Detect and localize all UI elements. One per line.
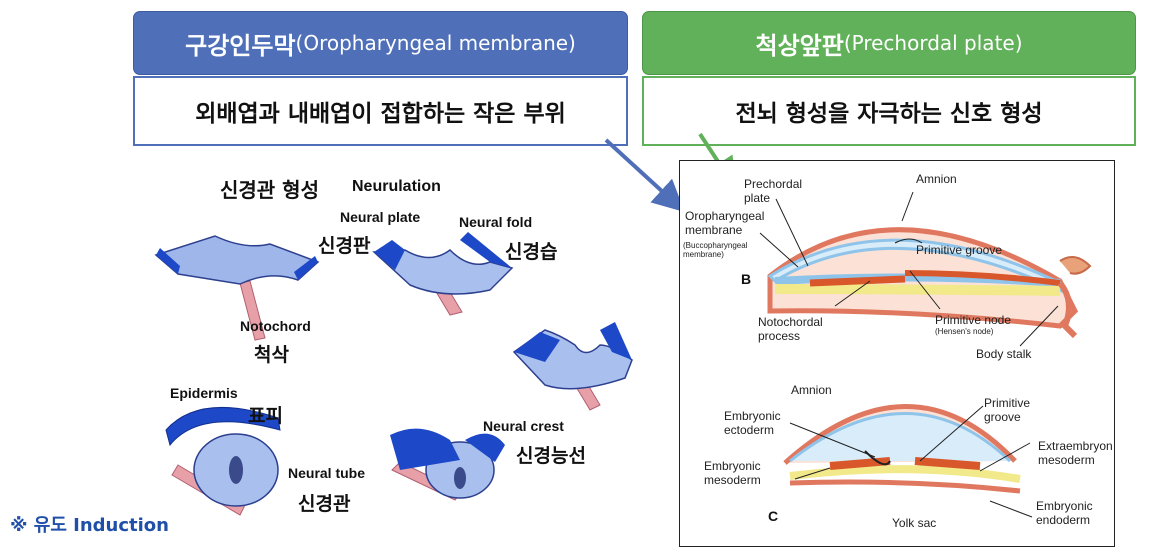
label-prechordal-plate: Prechordal plate	[744, 177, 803, 205]
label-amnion-c: Amnion	[791, 383, 832, 397]
figure-c-drawing	[783, 404, 1021, 494]
neural-tube-label-ko: 신경관	[298, 493, 351, 515]
label-amnion-b: Amnion	[916, 172, 957, 186]
label-embryonic-mesoderm: Embryonic mesoderm	[704, 459, 761, 487]
neural-tube-stage-5	[165, 406, 281, 516]
leader-lines	[759, 191, 1059, 518]
neural-plate-label-en: Neural plate	[340, 209, 421, 225]
oropharyngeal-membrane-description: 외배엽과 내배엽이 접합하는 작은 부위	[133, 76, 628, 146]
neural-crest-label-ko: 신경능선	[516, 445, 586, 467]
label-body-stalk: Body stalk	[976, 347, 1032, 361]
label-notochordal-process: Notochordal process	[758, 315, 823, 343]
embryo-section-figure: Prechordal plate Oropharyngeal membrane …	[679, 160, 1115, 547]
figure-b-drawing	[767, 227, 1092, 339]
neural-groove-stage-3	[512, 322, 633, 411]
blue-arrow	[604, 138, 685, 213]
prechordal-plate-description: 전뇌 형성을 자극하는 신호 형성	[642, 76, 1136, 146]
figure-b-letter: B	[741, 271, 752, 287]
neurulation-title-ko: 신경관 형성	[220, 178, 319, 202]
label-embryonic-ectoderm: Embryonic ectoderm	[724, 409, 781, 437]
neural-tube-label-en: Neural tube	[288, 465, 366, 481]
prechordal-plate-header: 척상앞판(Prechordal plate)	[642, 11, 1136, 75]
label-primitive-groove-b: Primitive groove	[916, 243, 1003, 257]
label-yolk-sac: Yolk sac	[892, 516, 937, 530]
label-extraembryonic-mesoderm: Extraembryonic mesoderm	[1038, 439, 1112, 467]
epidermis-label-en: Epidermis	[170, 385, 238, 401]
label-primitive-groove-c: Primitive groove	[984, 396, 1031, 424]
label-hensens-node: (Hensen's node)	[935, 327, 994, 336]
neural-plate-stage-1	[154, 235, 320, 341]
induction-footnote: ※ 유도 Induction	[10, 515, 169, 536]
neurulation-illustration	[154, 232, 633, 516]
header-right-english: (Prechordal plate)	[843, 31, 1023, 55]
header-right-korean: 척상앞판	[755, 31, 844, 60]
notochord-label-en: Notochord	[240, 318, 311, 334]
label-primitive-node: Primitive node	[935, 313, 1012, 327]
header-left-korean: 구강인두막	[185, 31, 296, 60]
figure-c-letter: C	[768, 508, 779, 524]
epidermis-label-ko: 표피	[248, 405, 283, 427]
neural-crest-stage-4	[390, 428, 505, 501]
notochord-label-ko: 척삭	[254, 344, 289, 366]
neurulation-title-en: Neurulation	[352, 178, 441, 195]
label-embryonic-endoderm: Embryonic endoderm	[1036, 499, 1093, 527]
header-left-english: (Oropharyngeal membrane)	[295, 31, 576, 55]
neural-fold-label-ko: 신경습	[505, 241, 558, 263]
neural-plate-label-ko: 신경판	[318, 235, 371, 257]
label-buccopharyngeal: (Buccopharyngeal membrane)	[683, 241, 748, 259]
label-oropharyngeal-membrane: Oropharyngeal membrane	[685, 209, 765, 237]
neural-fold-label-en: Neural fold	[459, 214, 533, 230]
neural-fold-stage-2	[372, 232, 514, 316]
embryo-section-drawing	[759, 191, 1092, 518]
neural-crest-label-en: Neural crest	[483, 418, 564, 434]
oropharyngeal-membrane-header: 구강인두막(Oropharyngeal membrane)	[133, 11, 628, 75]
